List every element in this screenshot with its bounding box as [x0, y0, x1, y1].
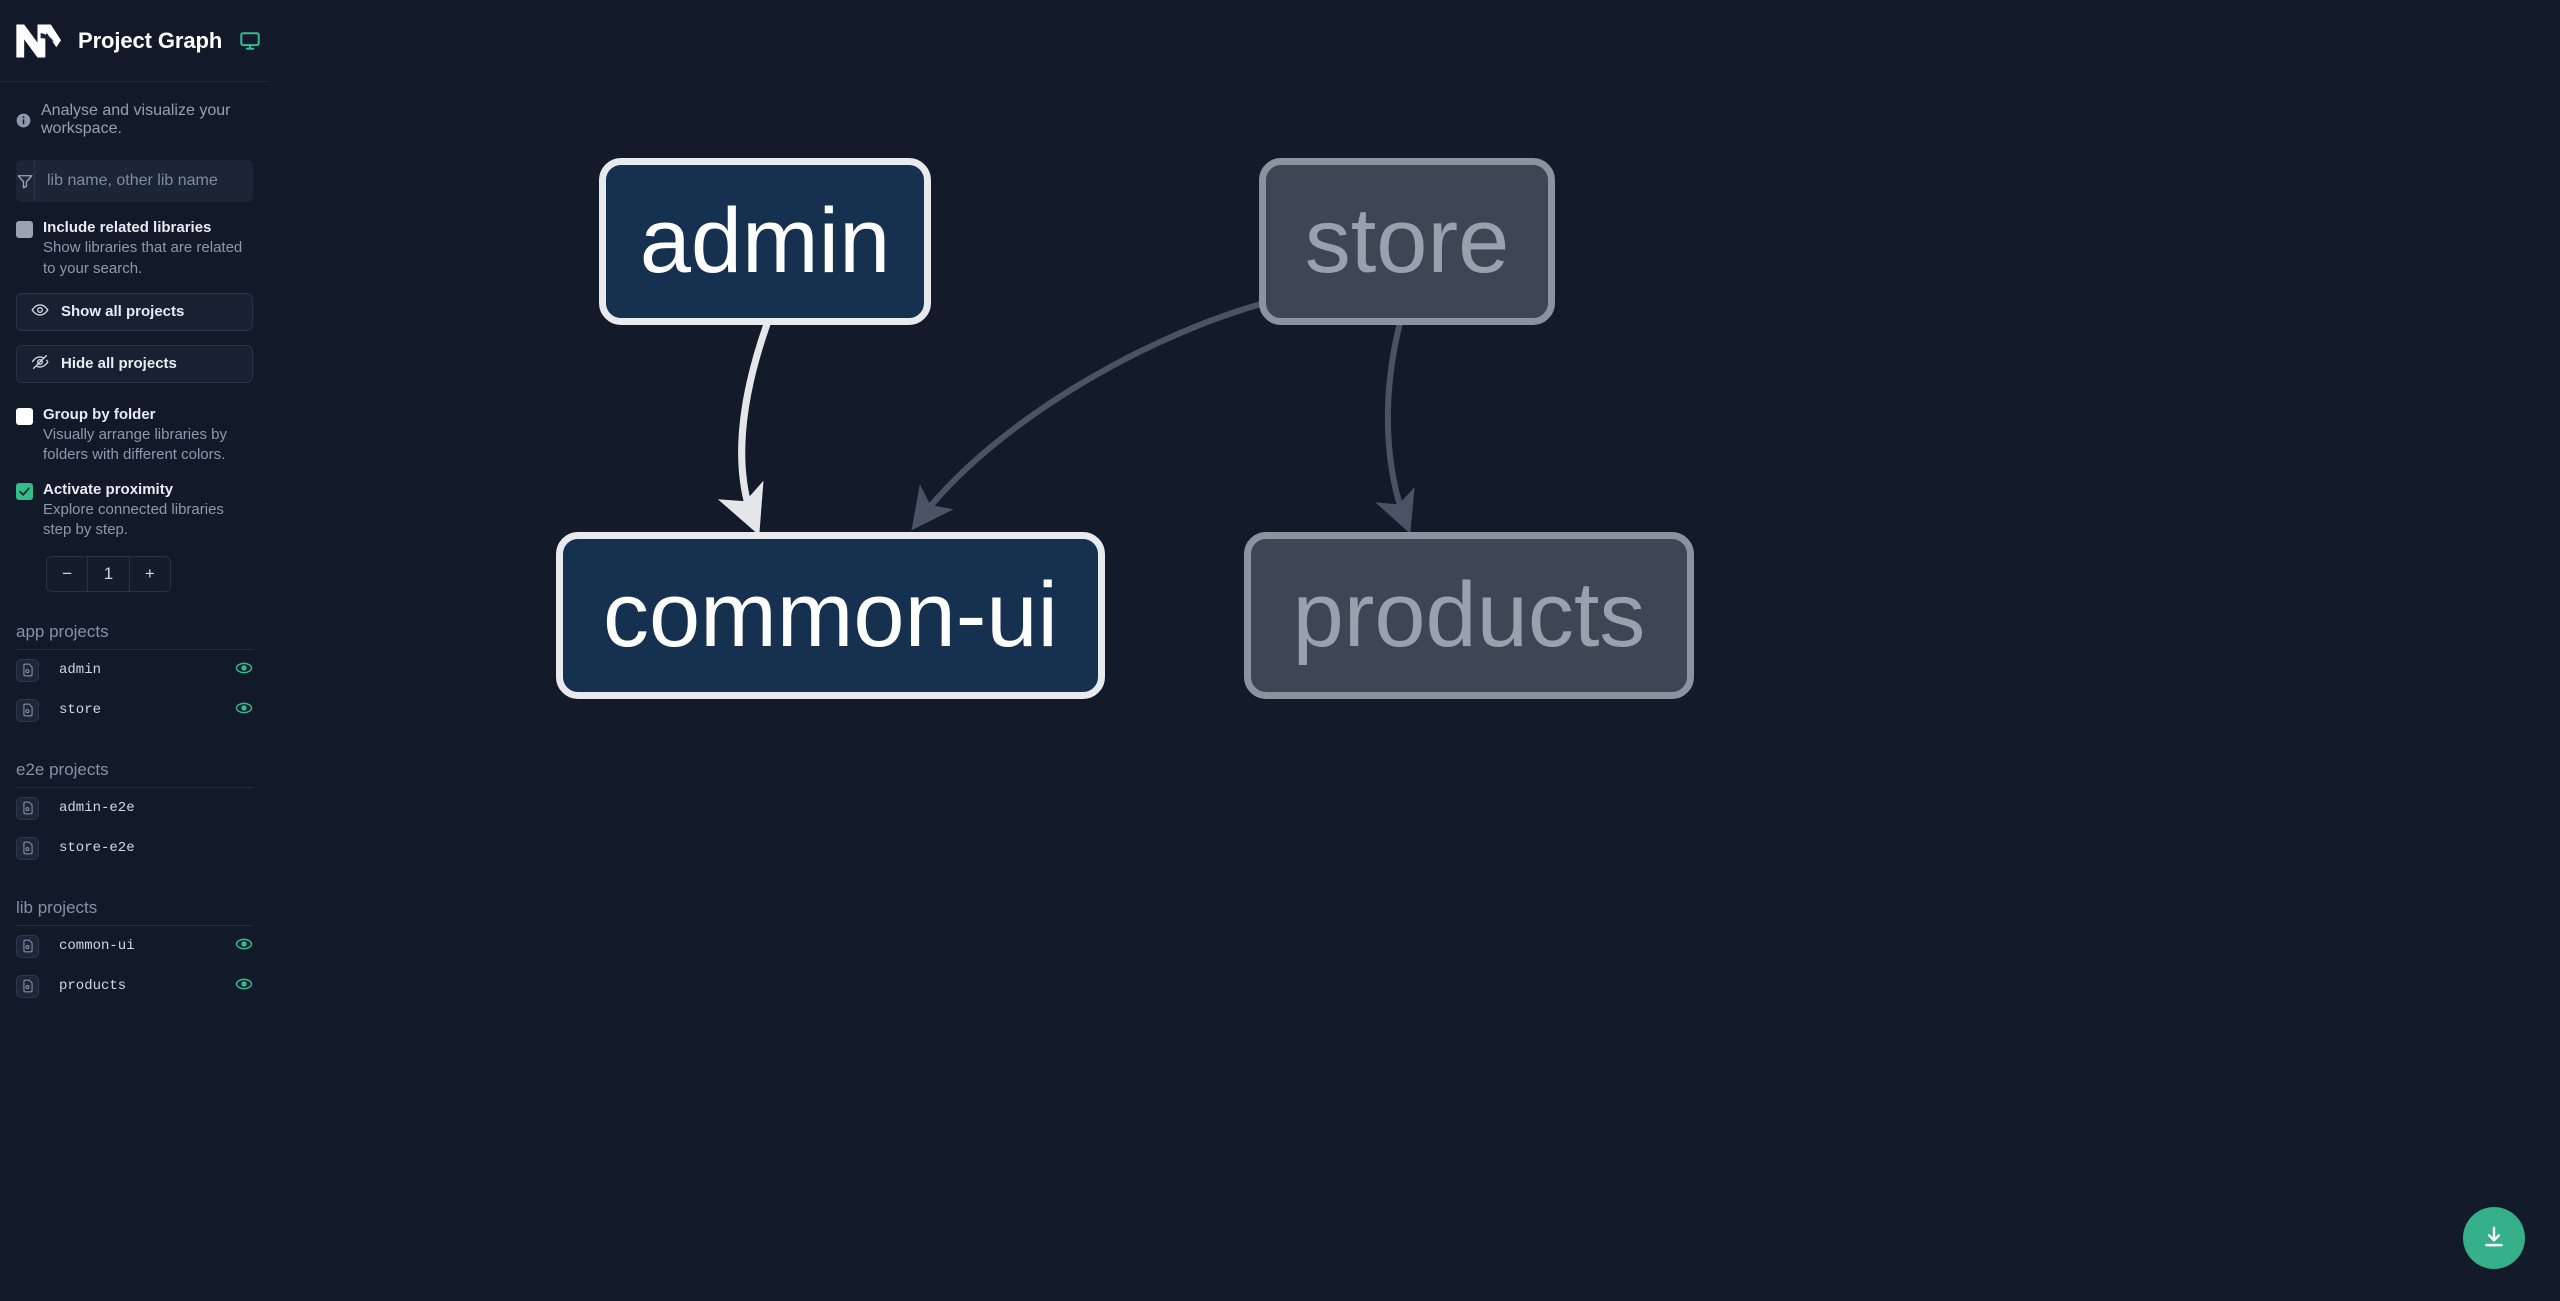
group-by-folder-checkbox[interactable]: [16, 407, 33, 425]
sidebar-subtitle-row: Analyse and visualize your workspace.: [0, 82, 269, 138]
filter-funnel-icon: [16, 160, 35, 202]
project-file-icon: [16, 796, 39, 820]
project-row-products[interactable]: products: [16, 966, 253, 1006]
graph-edges: [717, 297, 1415, 536]
project-name: store: [59, 702, 102, 719]
project-row-admin-e2e[interactable]: admin-e2e: [16, 788, 253, 828]
edge-admin-to-common-ui: [717, 321, 771, 536]
show-all-projects-label: Show all projects: [61, 303, 185, 321]
project-file-icon: [16, 974, 39, 998]
proximity-increment-button[interactable]: +: [128, 557, 170, 592]
project-row-admin[interactable]: admin: [16, 650, 253, 690]
project-file-icon: [16, 658, 39, 682]
include-related-libraries-checkbox[interactable]: [16, 221, 33, 238]
graph-node-store[interactable]: store: [1259, 158, 1555, 325]
graph-node-label: admin: [639, 190, 891, 292]
project-visibility-eye-icon[interactable]: [235, 659, 253, 682]
activate-proximity-option[interactable]: Activate proximity Explore connected lib…: [16, 480, 253, 541]
include-related-libraries-description: Show libraries that are related to your …: [43, 239, 243, 277]
activate-proximity-label: Activate proximity: [43, 480, 174, 498]
edge-store-to-products: [1375, 322, 1415, 534]
project-name: store-e2e: [59, 840, 135, 857]
proximity-value: 1: [87, 557, 129, 592]
download-icon: [2481, 1224, 2507, 1253]
project-file-icon: [16, 698, 39, 722]
sidebar-body: Include related libraries Show libraries…: [0, 160, 269, 1006]
activate-proximity-checkbox[interactable]: [16, 482, 33, 500]
search-input[interactable]: [35, 160, 253, 202]
sidebar: Project Graph Analyse and visualize your…: [0, 0, 269, 1301]
graph-canvas[interactable]: admin store common-ui products: [269, 0, 2560, 1301]
project-visibility-eye-icon[interactable]: [235, 699, 253, 722]
graph-node-admin[interactable]: admin: [599, 158, 931, 325]
graph-node-common-ui[interactable]: common-ui: [556, 532, 1105, 699]
project-name: products: [59, 978, 127, 995]
show-all-projects-button[interactable]: Show all projects: [16, 292, 253, 331]
hide-all-projects-button[interactable]: Hide all projects: [16, 344, 253, 383]
group-by-folder-description: Visually arrange libraries by folders wi…: [43, 426, 227, 464]
include-related-libraries-label: Include related libraries: [43, 219, 212, 236]
edge-store-to-common-ui: [911, 297, 1280, 531]
project-visibility-eye-icon[interactable]: [235, 975, 253, 998]
sidebar-header: Project Graph: [0, 0, 269, 82]
project-visibility-eye-icon[interactable]: [235, 935, 253, 958]
nx-logo-icon: [14, 20, 61, 62]
section-heading-lib-projects: lib projects: [16, 898, 253, 927]
sidebar-subtitle: Analyse and visualize your workspace.: [41, 102, 231, 137]
activate-proximity-description: Explore connected libraries step by step…: [43, 500, 224, 538]
project-name: common-ui: [59, 938, 135, 955]
project-name: admin: [59, 662, 102, 679]
graph-node-label: products: [1292, 564, 1646, 666]
project-row-common-ui[interactable]: common-ui: [16, 926, 253, 966]
graph-node-label: common-ui: [602, 564, 1058, 666]
page-title: Project Graph: [78, 27, 223, 53]
section-heading-app-projects: app projects: [16, 622, 253, 651]
graph-node-label: store: [1304, 190, 1510, 292]
info-icon: [16, 113, 31, 128]
monitor-icon[interactable]: [239, 30, 261, 52]
group-by-folder-option[interactable]: Group by folder Visually arrange librari…: [16, 405, 253, 466]
proximity-decrement-button[interactable]: −: [47, 557, 88, 592]
eye-icon: [31, 301, 49, 323]
hide-all-projects-label: Hide all projects: [61, 355, 177, 373]
graph-node-products[interactable]: products: [1244, 532, 1694, 699]
group-by-folder-label: Group by folder: [43, 405, 156, 423]
eye-off-icon: [31, 353, 49, 375]
project-file-icon: [16, 934, 39, 958]
project-row-store[interactable]: store: [16, 690, 253, 730]
section-heading-e2e-projects: e2e projects: [16, 760, 253, 789]
project-file-icon: [16, 836, 39, 860]
project-name: admin-e2e: [59, 800, 135, 817]
proximity-stepper[interactable]: − 1 +: [46, 556, 171, 593]
download-image-button[interactable]: [2463, 1207, 2525, 1269]
project-row-store-e2e[interactable]: store-e2e: [16, 828, 253, 868]
include-related-libraries-option[interactable]: Include related libraries Show libraries…: [16, 218, 253, 279]
search-field[interactable]: [16, 160, 253, 202]
